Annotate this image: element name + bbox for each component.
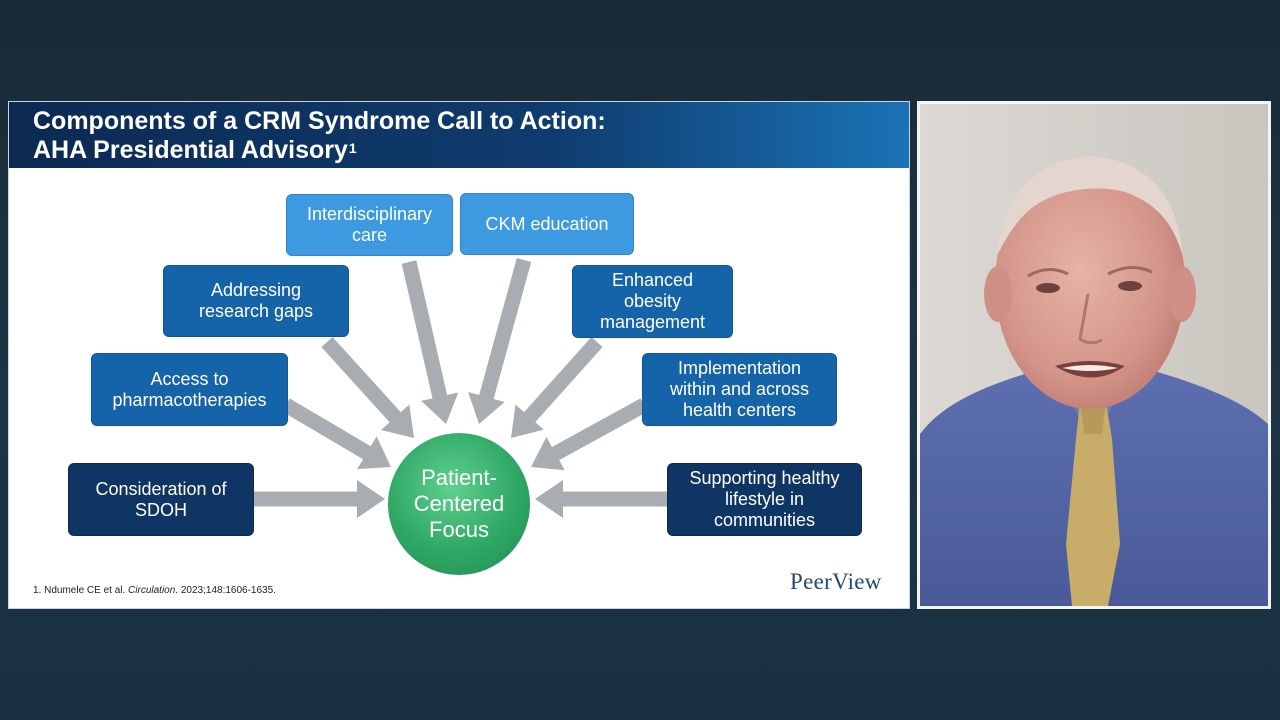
title-superscript: 1 bbox=[348, 140, 357, 156]
arrow-from-implementation-health-centers bbox=[531, 398, 648, 471]
tie-knot bbox=[1080, 402, 1106, 434]
patient-centered-focus-circle: Patient- Centered Focus bbox=[388, 433, 530, 575]
presentation-slide: Components of a CRM Syndrome Call to Act… bbox=[8, 101, 910, 609]
slide-title-line-1: Components of a CRM Syndrome Call to Act… bbox=[33, 107, 606, 135]
center-label-line: Patient- bbox=[421, 465, 497, 490]
presenter-eye-right bbox=[1118, 281, 1142, 291]
node-label: CKM education bbox=[485, 213, 609, 234]
arrow-from-ckm-education bbox=[468, 258, 532, 424]
peerview-logo: PeerView bbox=[790, 569, 882, 594]
center-label-line: Centered bbox=[413, 491, 505, 516]
presenter-eye-left bbox=[1036, 283, 1060, 293]
presenter-ear-left bbox=[984, 266, 1012, 322]
node-ckm-education: CKM education bbox=[460, 193, 634, 255]
arrow-from-access-to-pharmacotherapies bbox=[282, 398, 391, 470]
presenter-hair bbox=[998, 156, 1182, 254]
presenter-tie bbox=[1066, 402, 1120, 606]
center-label-line: Focus bbox=[429, 517, 489, 542]
slide-title-line-2: AHA Presidential Advisory1 bbox=[33, 135, 357, 165]
footnote-reference: 1. Ndumele CE et al. Circulation. 2023;1… bbox=[33, 585, 276, 596]
arrow-from-addressing-research-gaps bbox=[321, 337, 414, 438]
arrow-from-enhanced-obesity-management bbox=[511, 337, 603, 438]
slide-title-text: AHA Presidential Advisory bbox=[33, 136, 348, 164]
arrow-from-consideration-of-sdoh bbox=[254, 480, 385, 518]
presenter-ear-right bbox=[1168, 266, 1196, 322]
presenter-figure bbox=[920, 104, 1268, 606]
presenter-video-feed bbox=[917, 101, 1271, 609]
arrow-from-interdisciplinary-care bbox=[401, 260, 459, 424]
presenter-head bbox=[995, 159, 1185, 409]
title-banner: Components of a CRM Syndrome Call to Act… bbox=[9, 102, 909, 168]
arrow-diagram bbox=[254, 258, 667, 518]
arrow-from-supporting-healthy-lifestyle bbox=[535, 480, 667, 518]
